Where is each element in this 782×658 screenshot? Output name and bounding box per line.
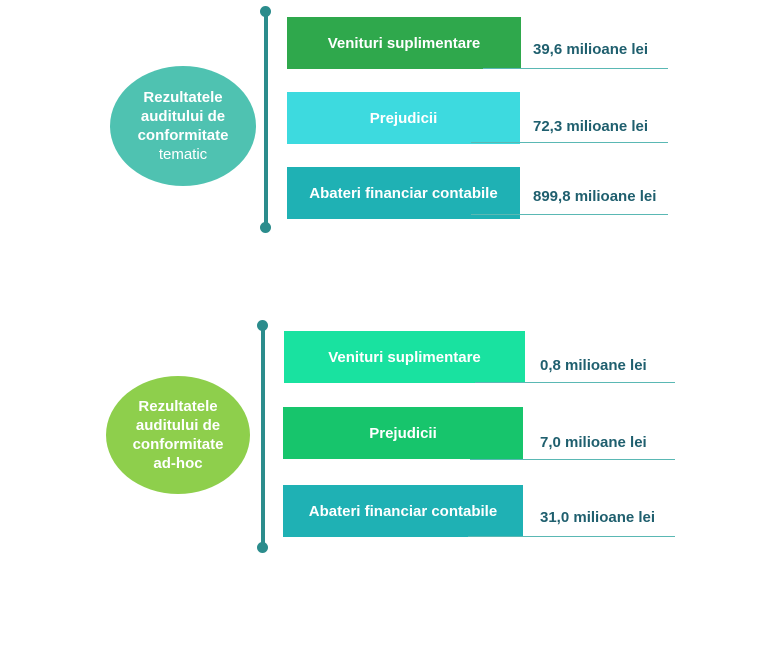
connector-dot-bottom	[260, 222, 271, 233]
result-value: 7,0 milioane lei	[540, 434, 647, 451]
result-value: 39,6 milioane lei	[533, 41, 649, 58]
value-underline	[471, 214, 668, 215]
connector-dot-bottom	[257, 542, 268, 553]
group-label-line: conformitate	[137, 127, 229, 144]
result-value: 899,8 milioane lei	[533, 188, 657, 205]
result-value: 72,3 milioane lei	[533, 118, 649, 135]
group-label-ellipse: Rezultatele auditului de conformitate te…	[110, 66, 256, 186]
value-underline	[483, 68, 668, 69]
result-value: 0,8 milioane lei	[540, 357, 647, 374]
value-underline	[475, 382, 675, 383]
group-label-line: auditului de	[140, 108, 226, 125]
group-label-line: ad-hoc	[153, 455, 203, 472]
result-bar-label: Prejudicii	[369, 109, 438, 127]
result-bar-label: Venituri suplimentare	[327, 34, 481, 52]
audit-group-ad-hoc: Rezultatele auditului de conformitate ad…	[0, 314, 782, 554]
connector-line	[261, 325, 265, 547]
group-label-line: Rezultatele	[138, 398, 218, 415]
result-bar-prejudicii: Prejudicii	[283, 407, 523, 459]
group-label-line: Rezultatele	[143, 89, 223, 106]
result-bar-abateri: Abateri financiar contabile	[287, 167, 520, 219]
connector-dot-top	[260, 6, 271, 17]
connector-dot-top	[257, 320, 268, 331]
result-bar-label: Prejudicii	[369, 424, 437, 442]
connector-line	[264, 12, 268, 227]
group-label-line: tematic	[158, 146, 208, 163]
group-label-ellipse: Rezultatele auditului de conformitate ad…	[106, 376, 250, 494]
audit-group-tematic: Rezultatele auditului de conformitate te…	[0, 0, 782, 240]
value-underline	[468, 536, 675, 537]
result-bar-label: Abateri financiar contabile	[308, 502, 498, 520]
result-bar-label: Venituri suplimentare	[328, 348, 481, 366]
result-bar-venituri: Venituri suplimentare	[284, 331, 525, 383]
group-label-line: conformitate	[132, 436, 224, 453]
result-bar-prejudicii: Prejudicii	[287, 92, 520, 144]
value-underline	[471, 142, 668, 143]
result-bar-label: Abateri financiar contabile	[309, 184, 498, 202]
group-label-line: auditului de	[135, 417, 221, 434]
result-value: 31,0 milioane lei	[540, 509, 656, 526]
value-underline	[470, 459, 675, 460]
result-bar-abateri: Abateri financiar contabile	[283, 485, 523, 537]
result-bar-venituri: Venituri suplimentare	[287, 17, 521, 69]
